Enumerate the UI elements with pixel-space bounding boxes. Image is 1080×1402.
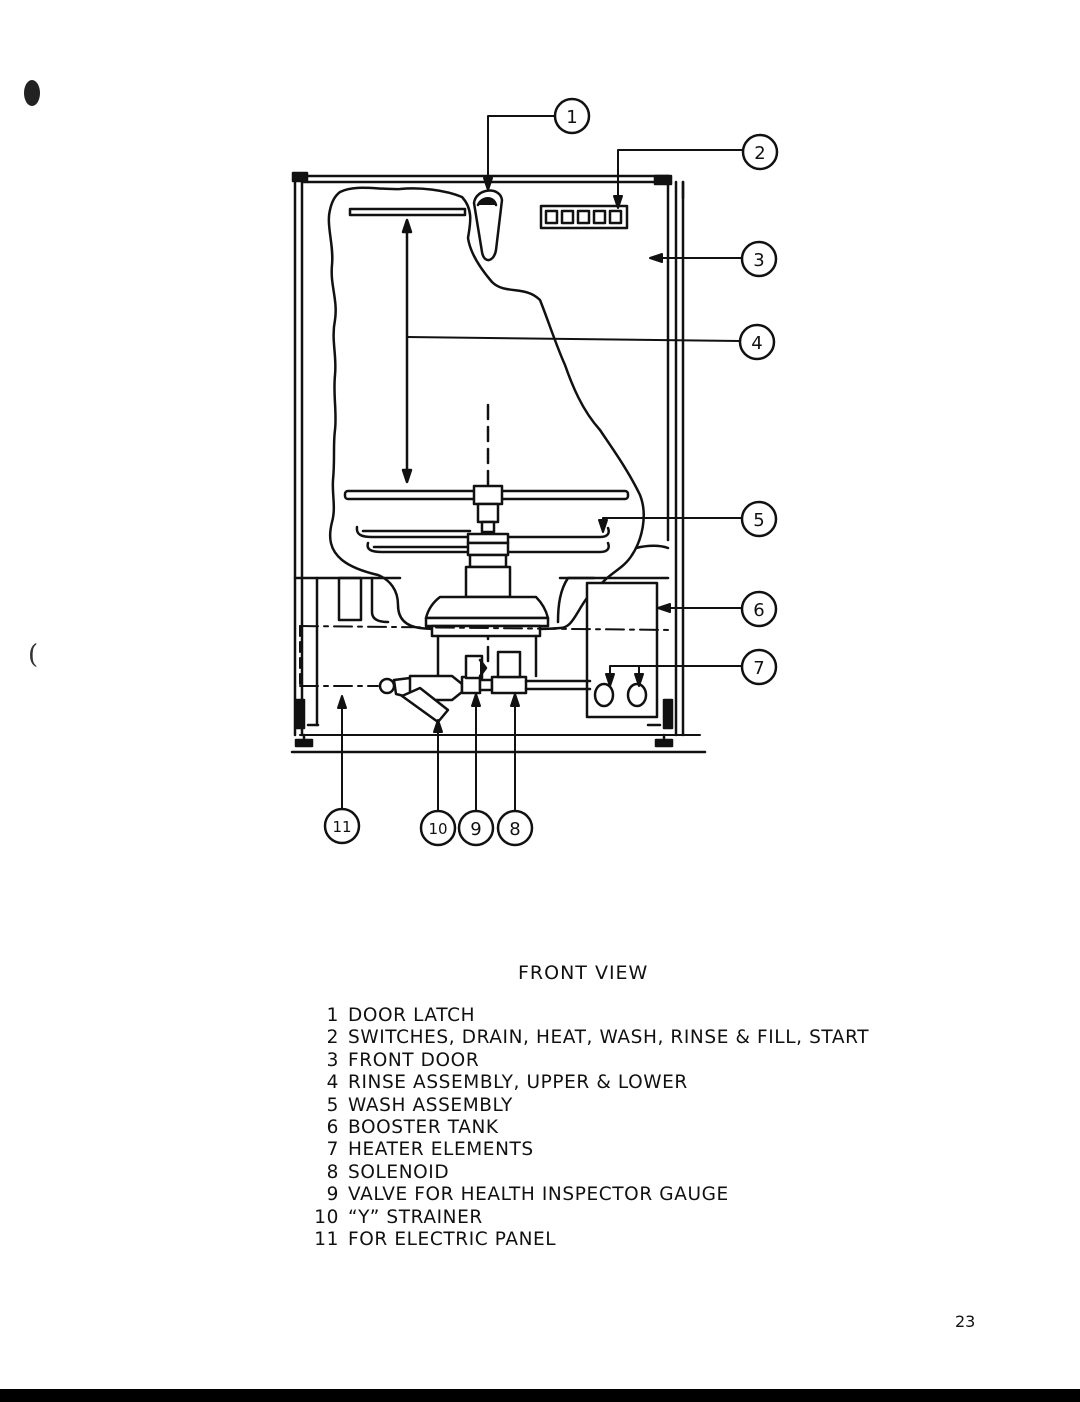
legend-number: 5	[326, 1094, 339, 1116]
callout-1-label: 1	[566, 107, 577, 128]
switch-panel-shape	[539, 204, 629, 230]
callout-11-label: 11	[332, 818, 351, 836]
piping-and-valves	[378, 650, 592, 724]
callout-8: 8	[496, 809, 534, 847]
legend-number: 9	[326, 1184, 339, 1206]
cabinet-outline	[291, 171, 685, 737]
legend-item: 9 VALVE FOR HEALTH INSPECTOR GAUGE	[304, 1184, 869, 1206]
callout-1: 1	[553, 97, 591, 135]
legend-text: BOOSTER TANK	[348, 1117, 499, 1139]
legend-number: 1	[326, 1005, 339, 1026]
legend-text: FOR ELECTRIC PANEL	[348, 1229, 557, 1251]
diagram-caption: FRONT VIEW	[518, 962, 649, 984]
upper-rinse-bar	[348, 207, 467, 217]
legend-item: 2 SWITCHES, DRAIN, HEAT, WASH, RINSE & FI…	[304, 1027, 869, 1049]
callout-4-label: 4	[751, 333, 762, 354]
callout-10: 10	[419, 809, 457, 847]
callout-9: 9	[457, 809, 495, 847]
callout-4: 4	[738, 323, 776, 361]
legend-number: 11	[314, 1229, 339, 1251]
legend-item: 4 RINSE ASSEMBLY, UPPER & LOWER	[304, 1072, 869, 1094]
legend-text: RINSE ASSEMBLY, UPPER & LOWER	[348, 1072, 688, 1094]
legend-item: 7 HEATER ELEMENTS	[304, 1139, 869, 1161]
legend-text: WASH ASSEMBLY	[348, 1094, 513, 1116]
callout-8-label: 8	[509, 819, 520, 840]
legend-number: 3	[326, 1049, 339, 1071]
callout-7-label: 7	[753, 658, 764, 679]
parts-legend: 1 DOOR LATCH 2 SWITCHES, DRAIN, HEAT, WASH…	[304, 1005, 869, 1251]
legend-item: 1 DOOR LATCH	[304, 1005, 869, 1027]
callout-2: 2	[741, 133, 779, 171]
legend-text: VALVE FOR HEALTH INSPECTOR GAUGE	[348, 1184, 729, 1206]
legend-item: 11 FOR ELECTRIC PANEL	[304, 1229, 869, 1251]
legend-item: 8 SOLENOID	[304, 1162, 869, 1184]
callout-9-label: 9	[470, 819, 481, 840]
lower-rinse-arm	[343, 484, 630, 534]
legend-item: 6 BOOSTER TANK	[304, 1117, 869, 1139]
legend-text: DOOR LATCH	[348, 1005, 476, 1026]
legend-text: “Y” STRAINER	[348, 1206, 483, 1228]
leader-lines	[337, 115, 743, 813]
legend-text: SWITCHES, DRAIN, HEAT, WASH, RINSE & FIL…	[348, 1027, 870, 1049]
legend-number: 6	[326, 1117, 339, 1139]
callout-3-label: 3	[753, 250, 764, 271]
legend-item: 3 FRONT DOOR	[304, 1050, 869, 1072]
rinse-span-arrow	[401, 218, 413, 484]
callout-5: 5	[740, 500, 778, 538]
booster-tank-shape	[585, 581, 659, 719]
legend-item: 10 “Y” STRAINER	[304, 1207, 869, 1229]
dash-dot-lines	[299, 625, 671, 687]
door-latch-shape	[472, 189, 504, 262]
callout-10-label: 10	[428, 820, 447, 838]
pump-housing	[424, 595, 550, 678]
scan-hole-mark	[24, 80, 40, 106]
legend-text: FRONT DOOR	[348, 1049, 480, 1071]
callout-2-label: 2	[754, 143, 765, 164]
legend-text: HEATER ELEMENTS	[348, 1139, 534, 1161]
callout-5-label: 5	[753, 510, 764, 531]
legend-text: SOLENOID	[348, 1161, 450, 1183]
page-number: 23	[955, 1312, 976, 1331]
callout-3: 3	[740, 240, 778, 278]
callout-7: 7	[740, 648, 778, 686]
legend-number: 10	[314, 1206, 339, 1228]
lower-frame	[293, 544, 670, 727]
legend-number: 8	[326, 1161, 339, 1183]
legend-number: 2	[326, 1027, 339, 1049]
legend-item: 5 WASH ASSEMBLY	[304, 1095, 869, 1117]
legend-number: 7	[326, 1139, 339, 1161]
wash-arms	[355, 525, 610, 599]
scan-bottom-bar	[0, 1389, 1080, 1402]
scan-artifact-mark: (	[28, 640, 39, 670]
callout-6: 6	[740, 590, 778, 628]
callout-11: 11	[323, 807, 361, 845]
legend-number: 4	[326, 1072, 339, 1094]
callout-6-label: 6	[753, 600, 764, 621]
